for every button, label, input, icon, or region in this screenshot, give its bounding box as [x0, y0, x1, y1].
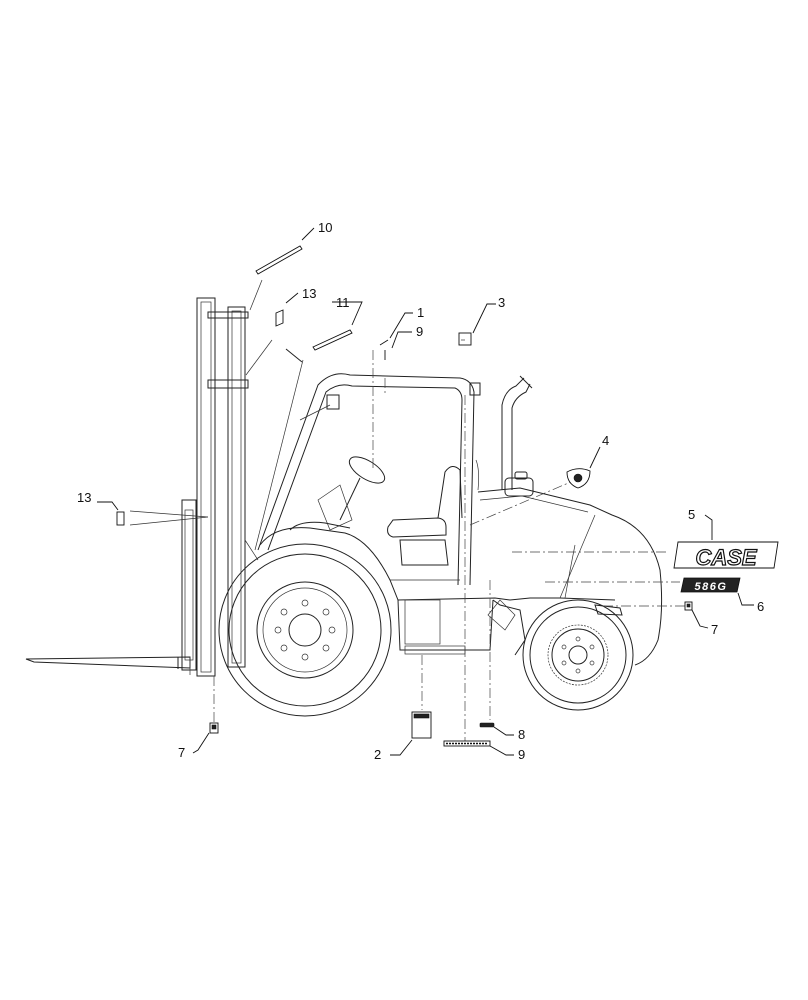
placement-lines — [213, 350, 690, 742]
decal-11 — [255, 245, 303, 275]
callout-1: 1 — [417, 305, 424, 320]
mast-guide-lines — [129, 279, 304, 551]
steering-wheel — [317, 456, 386, 531]
callout-3: 3 — [498, 295, 505, 310]
forks — [25, 656, 191, 675]
case-logo: CASE — [673, 541, 779, 571]
callout-numbers: 10 13 11 1 9 3 4 13 5 6 7 7 2 8 9 — [77, 220, 764, 762]
decal-1 — [379, 339, 389, 346]
callout-6: 6 — [757, 599, 764, 614]
decal-2 — [411, 711, 432, 739]
callout-10: 9 — [416, 324, 423, 339]
decal-13-upper — [275, 309, 284, 327]
decal-8 — [479, 722, 495, 728]
callout-2: 2 — [374, 747, 381, 762]
callout-4: 4 — [602, 433, 609, 448]
decal-12 — [312, 329, 353, 351]
cab-frame — [257, 348, 481, 586]
decal-7-left — [209, 722, 219, 734]
decal-9 — [443, 740, 491, 747]
decal-7-right — [684, 601, 693, 611]
rear-wheel — [522, 599, 634, 711]
callout-13-left: 13 — [77, 490, 91, 505]
callout-7-right: 7 — [711, 622, 718, 637]
callout-13-upper: 13 — [302, 286, 316, 301]
model-decal: 586G — [680, 577, 741, 593]
callout-12: 11 — [336, 295, 350, 310]
callout-7-left: 7 — [178, 745, 185, 760]
case-logo-text: CASE — [695, 545, 757, 570]
front-wheel — [218, 543, 392, 717]
decal-13-left — [116, 511, 125, 526]
chassis — [259, 459, 663, 666]
callout-11: 10 — [318, 220, 332, 235]
air-cleaner — [504, 471, 534, 497]
callout-5: 5 — [688, 507, 695, 522]
callout-8: 8 — [518, 727, 525, 742]
model-decal-text: 586G — [695, 581, 728, 593]
callout-9: 9 — [518, 747, 525, 762]
leader-lines — [97, 227, 754, 756]
decal-3 — [458, 332, 472, 346]
operator-seat — [387, 466, 463, 566]
exhaust-stack — [501, 375, 533, 490]
decal-4 — [566, 468, 591, 489]
